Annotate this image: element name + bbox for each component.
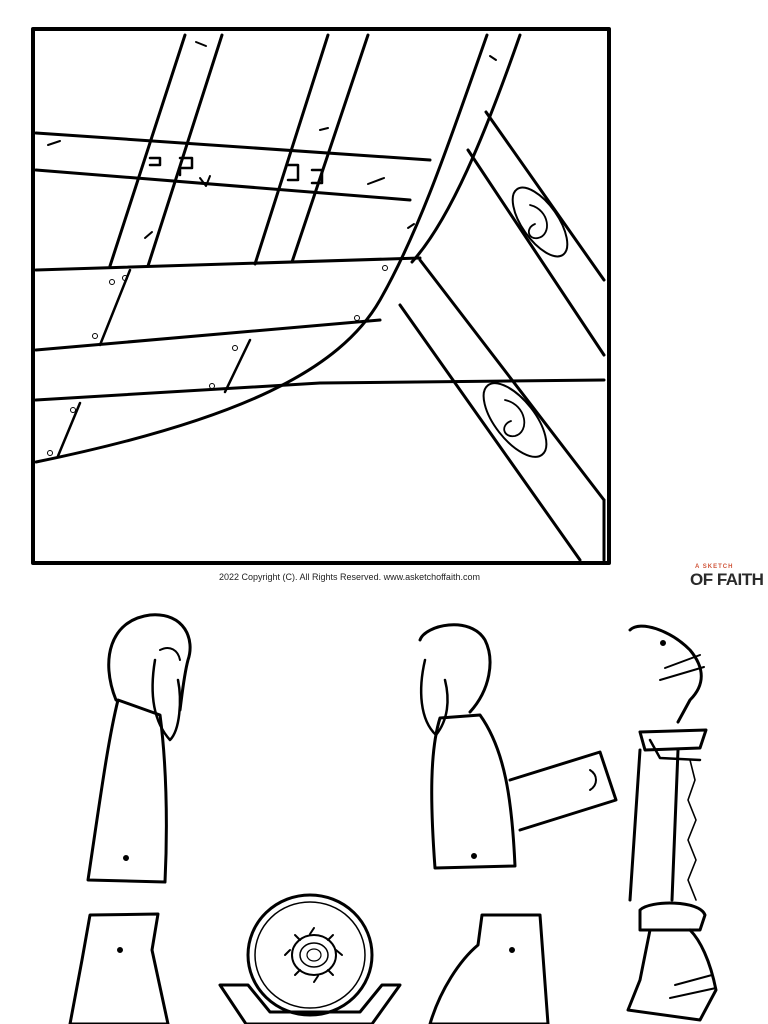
ark-scene bbox=[31, 27, 611, 565]
puppet-man-left bbox=[86, 613, 192, 884]
puppet-body-bottom-left bbox=[68, 912, 170, 1024]
scene-frame bbox=[31, 27, 611, 565]
log-end-cut bbox=[218, 893, 402, 1024]
logo-big-text: OF FAITH bbox=[690, 570, 764, 589]
copyright-notice: 2022 Copyright (C). All Rights Reserved.… bbox=[219, 572, 480, 582]
puppet-man-right bbox=[418, 623, 618, 870]
puppet-body-bottom-right bbox=[428, 913, 550, 1024]
brand-logo: A SKETCH OF FAITH bbox=[690, 564, 768, 592]
logo-small-text: A SKETCH bbox=[695, 564, 734, 570]
saw-with-arms bbox=[626, 624, 718, 1022]
